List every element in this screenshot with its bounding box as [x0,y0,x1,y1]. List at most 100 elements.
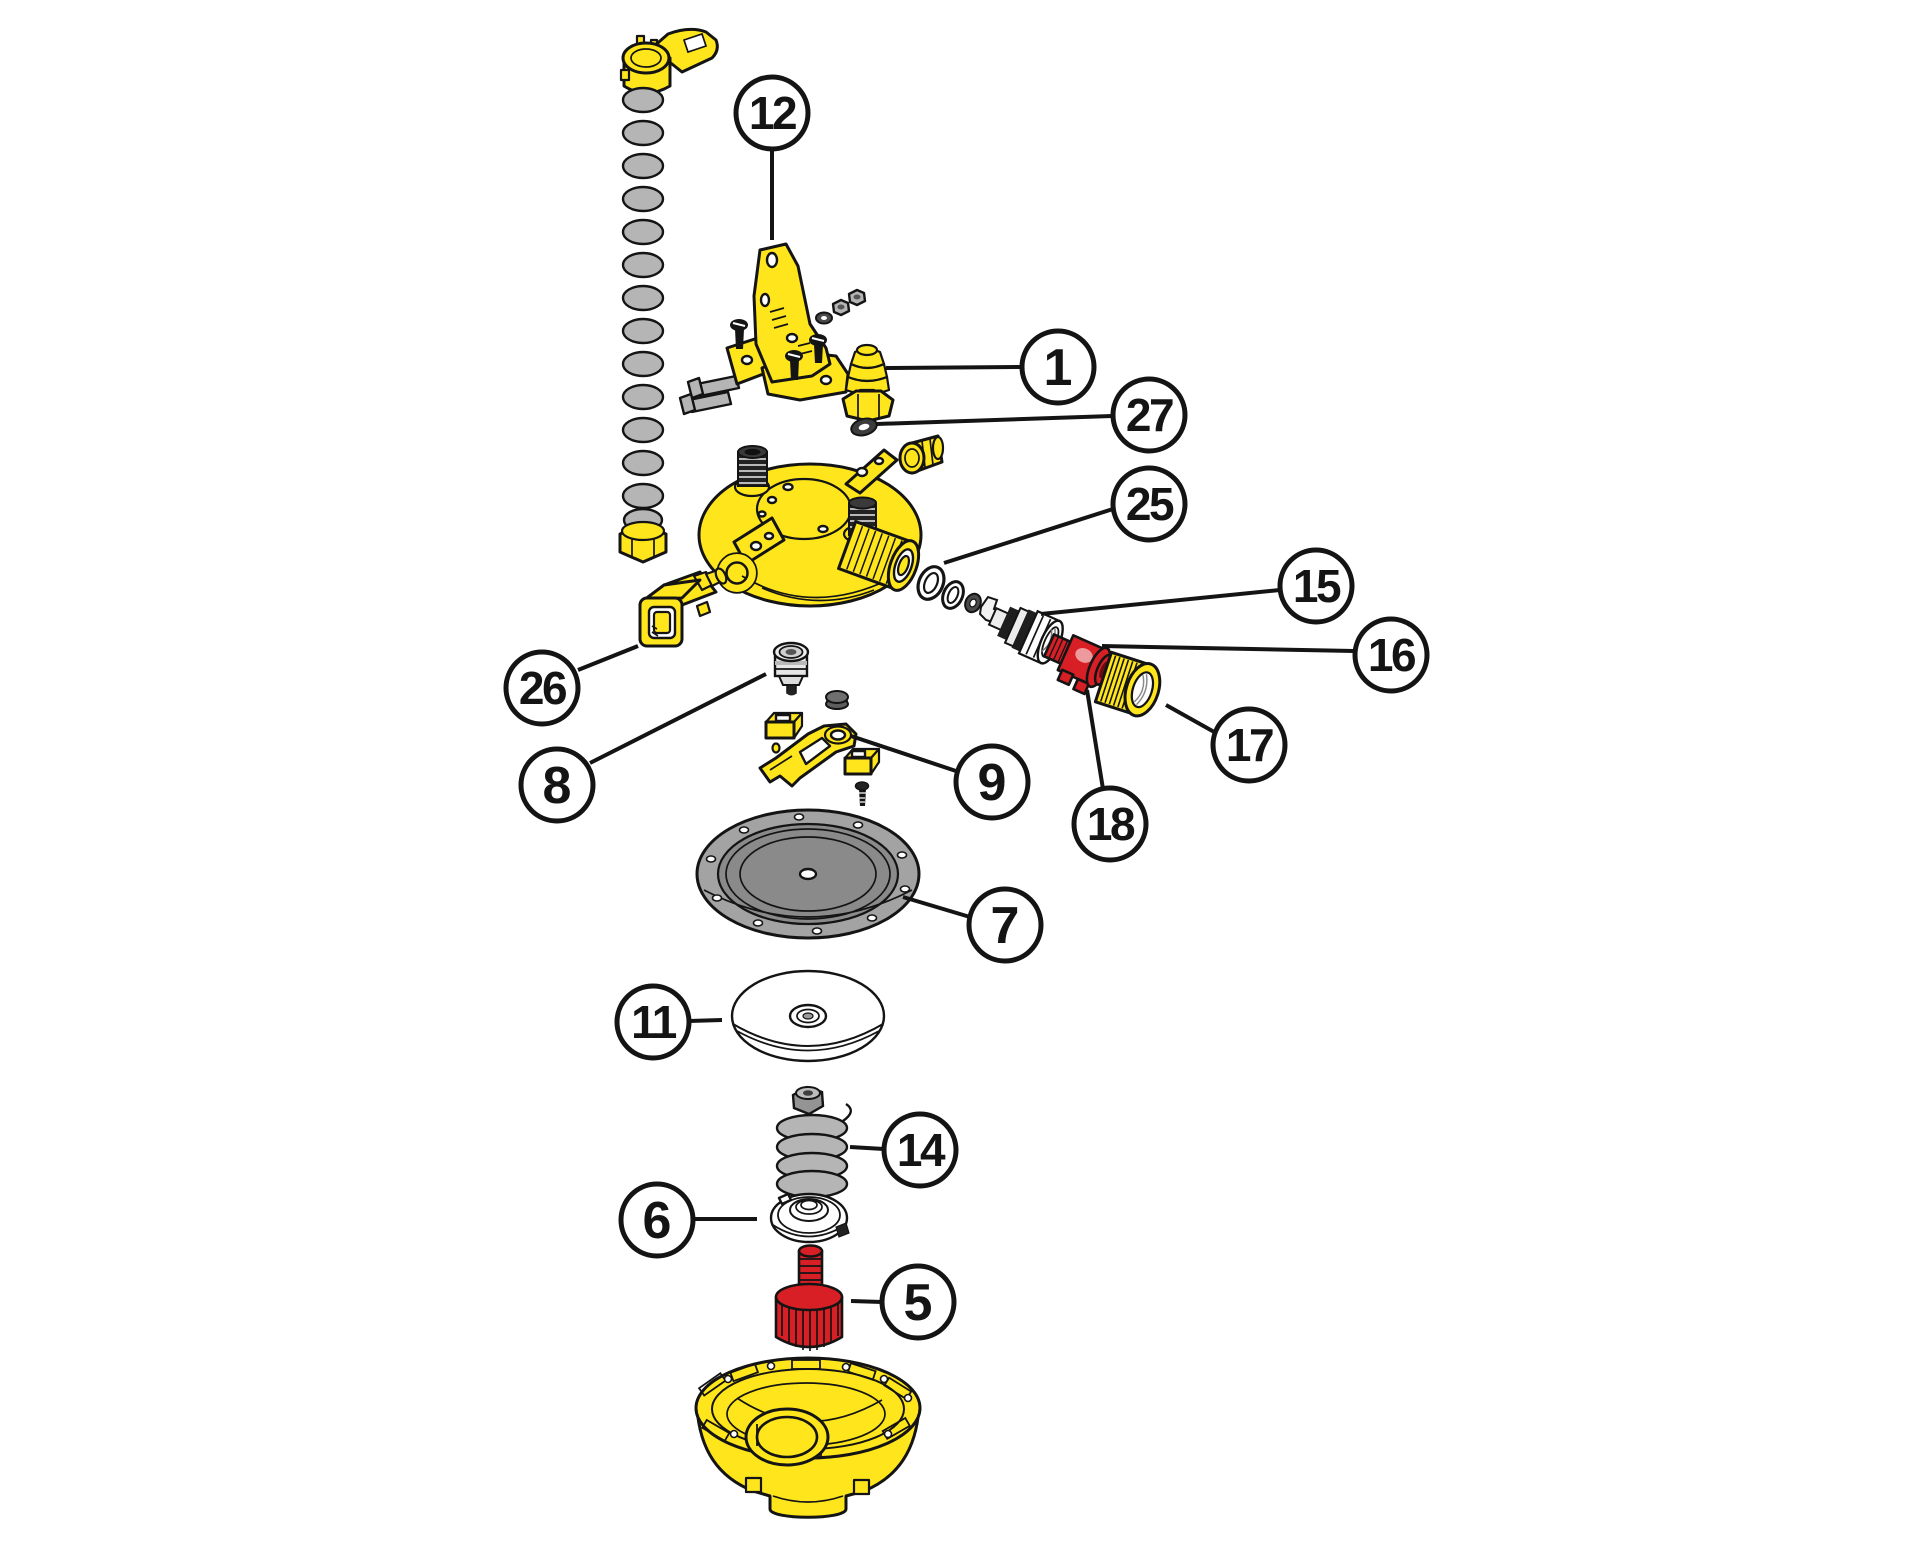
callout-number: 14 [897,1124,946,1176]
knurled-retaining-nut [1093,650,1162,718]
grommet [964,592,982,614]
callout-circle[interactable] [881,1111,959,1189]
coil-spring-long [621,86,665,533]
leader-line [885,365,1022,370]
screw [730,319,748,349]
screw [854,781,870,806]
leader-line [1040,588,1281,616]
threaded-port-left [733,445,771,498]
bottom-bowl [694,1356,922,1519]
callout-circle[interactable] [966,886,1044,964]
screw [785,350,803,380]
leader-line [1101,644,1355,653]
diaphragm [695,808,921,940]
callout-circle[interactable] [879,1263,957,1341]
callout-number: 8 [543,757,572,815]
leader-line [589,672,767,765]
cap-arm-slot [682,32,708,54]
callout-1[interactable]: 1 [885,328,1097,406]
callout-number: 18 [1087,798,1135,850]
adjustment-knob [774,1244,844,1351]
diaphragm-center-hole [798,867,818,881]
callout-18[interactable]: 18 [1071,689,1149,863]
leader-line [688,1018,723,1023]
leader-line [876,414,1113,426]
leader-line [1085,689,1105,790]
callout-14[interactable]: 14 [849,1111,959,1189]
callout-circle[interactable] [1352,616,1430,694]
callout-17[interactable]: 17 [1165,703,1288,784]
float-lever-assembly [758,711,881,806]
leader-line [850,734,957,773]
o-ring-small [850,417,878,437]
callout-9[interactable]: 9 [850,734,1031,821]
callout-6[interactable]: 6 [618,1181,757,1259]
hex-nut [791,1085,825,1116]
callout-number: 16 [1368,629,1415,681]
cap-plate [621,41,671,75]
poppet [772,641,810,696]
screw [809,334,827,363]
callout-number: 12 [749,87,796,139]
callout-26[interactable]: 26 [503,644,639,727]
callout-circle[interactable] [1277,547,1355,625]
dome-ear-right [844,448,899,495]
callout-number: 1 [1044,339,1073,397]
callout-circle[interactable] [618,1181,696,1259]
callout-12[interactable]: 12 [733,74,811,240]
threaded-outlet-port [837,520,921,592]
diaphragm-bolt-holes [705,813,911,935]
callout-circle[interactable] [1110,465,1188,543]
clamp-block [764,711,804,740]
callout-number: 27 [1126,389,1173,441]
washer-and-nuts [815,288,867,325]
callout-circle[interactable] [1210,706,1288,784]
callout-15[interactable]: 15 [1040,547,1355,625]
seat-clip [835,1222,850,1238]
pressure-spring [775,1102,852,1199]
clamp-block [843,747,881,776]
callout-8[interactable]: 8 [518,672,767,824]
rubber-button [825,690,849,710]
callout-circle[interactable] [503,649,581,727]
callout-25[interactable]: 25 [943,465,1188,565]
barb-hex-base [841,389,895,423]
callout-circle[interactable] [953,743,1031,821]
bracket-tower [752,242,832,384]
callout-number: 9 [978,754,1007,812]
leader-line [943,507,1114,565]
callout-number: 17 [1226,719,1273,771]
leader-line [849,1145,885,1151]
leader-line [1165,703,1217,735]
callout-number: 7 [991,897,1020,955]
callout-11[interactable]: 11 [614,983,723,1061]
leader-line [902,895,971,919]
callout-circle[interactable] [1071,785,1149,863]
leader-line [850,1299,883,1304]
knob-flange [774,1282,844,1312]
callout-16[interactable]: 16 [1101,616,1430,694]
cap-notch [619,68,631,82]
o-ring-medium [941,580,965,610]
leader-line [577,644,639,672]
callout-number: 6 [643,1192,672,1250]
callout-circle[interactable] [518,746,596,824]
callout-circle[interactable] [733,74,811,152]
vent-fitting [898,434,945,475]
callout-number: 25 [1126,478,1174,530]
callout-27[interactable]: 27 [876,376,1188,454]
callout-circle[interactable] [614,983,692,1061]
callout-number: 26 [519,662,566,714]
callout-circle[interactable] [1110,376,1188,454]
callout-7[interactable]: 7 [902,886,1044,964]
spring-seat [769,1192,850,1244]
callout-circle[interactable] [1019,328,1097,406]
callout-number: 5 [904,1274,933,1332]
callout-number: 11 [631,996,677,1048]
mounting-bracket [678,242,867,416]
top-cover-dome [697,434,945,608]
callout-5[interactable]: 5 [850,1263,957,1341]
callout-number: 15 [1293,560,1341,612]
